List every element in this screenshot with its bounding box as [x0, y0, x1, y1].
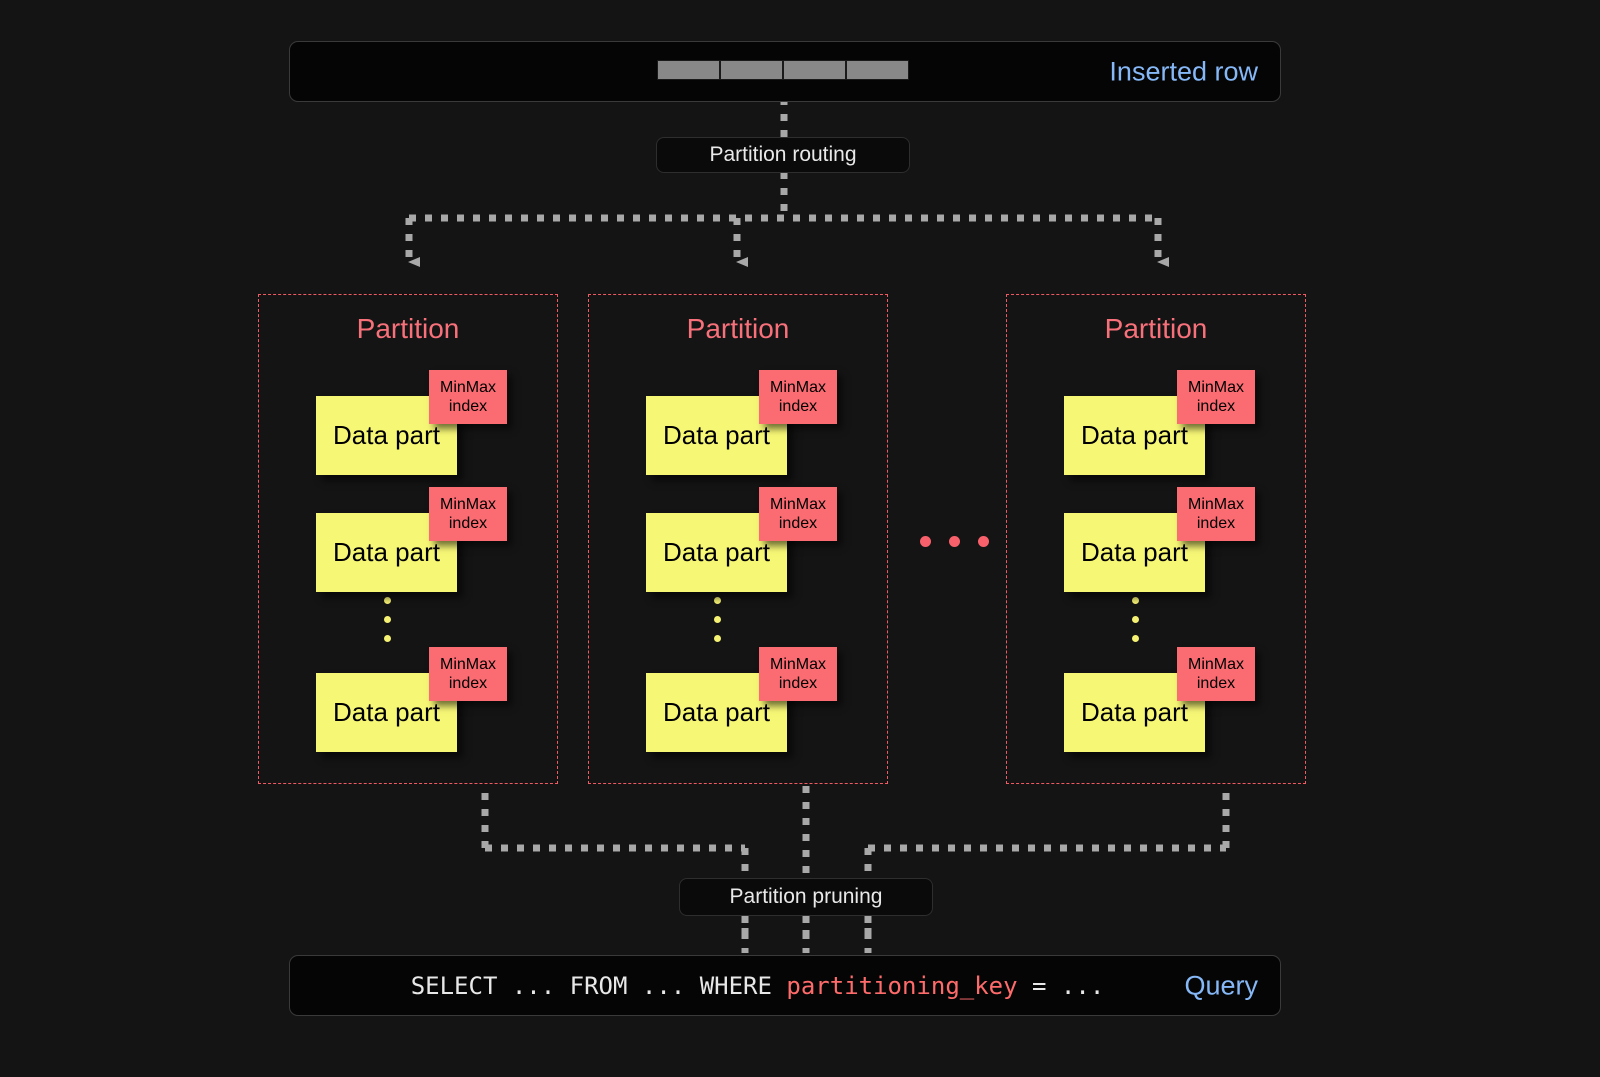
data-part-ellipsis [714, 597, 721, 642]
minmax-line-2: index [778, 675, 818, 692]
ellipsis-dot [384, 635, 391, 642]
minmax-line-1: MinMax [769, 656, 826, 673]
minmax-line-1: MinMax [439, 379, 496, 396]
minmax-line-1: MinMax [1187, 379, 1244, 396]
ellipsis-dot [384, 616, 391, 623]
partition-title: Partition [1104, 313, 1208, 344]
partition-box-1: Partition MinMax index Data part MinMax … [588, 294, 888, 784]
query-bar: SELECT ... FROM ... WHERE partitioning_k… [289, 955, 1281, 1016]
minmax-line-2: index [1196, 675, 1236, 692]
sql-prefix: SELECT ... FROM ... WHERE [410, 971, 787, 1000]
minmax-line-2: index [1196, 398, 1236, 415]
minmax-line-1: MinMax [439, 496, 496, 513]
partition-pruning-box: Partition pruning [679, 878, 933, 916]
data-part-box: Data part [646, 396, 787, 475]
inserted-row-cells [657, 60, 909, 80]
ellipsis-dot [949, 536, 960, 547]
minmax-line-1: MinMax [769, 496, 826, 513]
minmax-line-1: MinMax [1187, 656, 1244, 673]
minmax-index-box: MinMax index [759, 647, 837, 701]
data-part-group: MinMax index Data part [316, 647, 516, 752]
minmax-index-box: MinMax index [1177, 647, 1255, 701]
minmax-index-box: MinMax index [759, 487, 837, 541]
partition-title: Partition [686, 313, 790, 344]
data-part-box: Data part [1064, 396, 1205, 475]
partition-pruning-label: Partition pruning [729, 885, 883, 908]
data-part-group: MinMax index Data part [646, 487, 846, 592]
data-part-box: Data part [646, 673, 787, 752]
data-part-group: MinMax index Data part [316, 370, 516, 475]
ellipsis-dot [714, 597, 721, 604]
data-part-group: MinMax index Data part [1064, 370, 1264, 475]
ellipsis-dot [384, 597, 391, 604]
data-part-group: MinMax index Data part [316, 487, 516, 592]
partition-ellipsis [920, 536, 989, 547]
ellipsis-dot [978, 536, 989, 547]
minmax-line-2: index [1196, 515, 1236, 532]
minmax-index-box: MinMax index [429, 370, 507, 424]
sql-partitioning-key: partitioning_key [786, 971, 1018, 1000]
ellipsis-dot [1132, 597, 1139, 604]
data-part-group: MinMax index Data part [646, 370, 846, 475]
minmax-line-1: MinMax [1187, 496, 1244, 513]
minmax-line-1: MinMax [439, 656, 496, 673]
partition-box-0: Partition MinMax index Data part MinMax … [258, 294, 558, 784]
minmax-line-2: index [448, 515, 488, 532]
query-sql-text: SELECT ... FROM ... WHERE partitioning_k… [324, 944, 1105, 1028]
partition-routing-label: Partition routing [709, 143, 857, 166]
minmax-line-2: index [778, 515, 818, 532]
ellipsis-dot [714, 616, 721, 623]
minmax-index-box: MinMax index [1177, 370, 1255, 424]
minmax-line-2: index [778, 398, 818, 415]
row-cell [783, 60, 846, 80]
minmax-line-1: MinMax [769, 379, 826, 396]
data-part-box: Data part [316, 396, 457, 475]
ellipsis-dot [1132, 635, 1139, 642]
row-cell [720, 60, 783, 80]
row-cell [846, 60, 909, 80]
row-cell [657, 60, 720, 80]
sql-suffix: = ... [1017, 971, 1105, 1000]
ellipsis-dot [714, 635, 721, 642]
data-part-box: Data part [316, 673, 457, 752]
query-label: Query [1184, 970, 1258, 1000]
data-part-ellipsis [1132, 597, 1139, 642]
ellipsis-dot [920, 536, 931, 547]
ellipsis-dot [1132, 616, 1139, 623]
data-part-ellipsis [384, 597, 391, 642]
partition-title: Partition [356, 313, 460, 344]
data-part-group: MinMax index Data part [646, 647, 846, 752]
inserted-row-label: Inserted row [1109, 56, 1258, 86]
minmax-line-2: index [448, 675, 488, 692]
minmax-index-box: MinMax index [759, 370, 837, 424]
minmax-index-box: MinMax index [1177, 487, 1255, 541]
partition-routing-box: Partition routing [656, 137, 910, 173]
partition-box-2: Partition MinMax index Data part MinMax … [1006, 294, 1306, 784]
data-part-group: MinMax index Data part [1064, 487, 1264, 592]
minmax-line-2: index [448, 398, 488, 415]
data-part-group: MinMax index Data part [1064, 647, 1264, 752]
minmax-index-box: MinMax index [429, 647, 507, 701]
minmax-index-box: MinMax index [429, 487, 507, 541]
